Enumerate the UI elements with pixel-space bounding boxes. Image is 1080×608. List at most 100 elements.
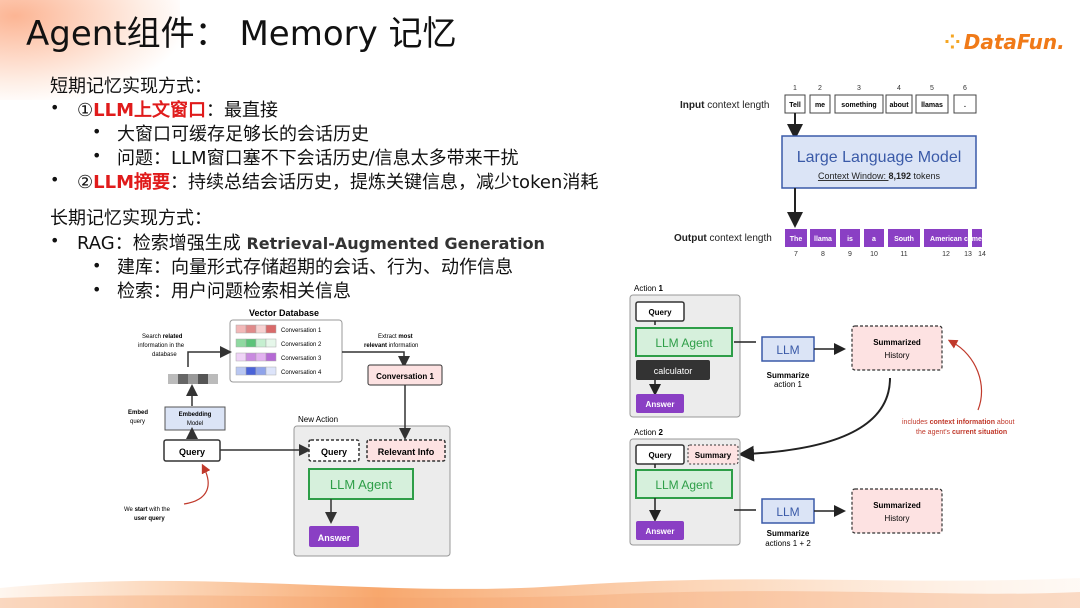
query-label-2: Query [321, 447, 347, 457]
rag-prefix: RAG：检索增强生成 [77, 233, 247, 254]
summary-diagram: Action 1 Query LLM Agent calculator Answ… [629, 284, 1015, 548]
output-token-box [888, 229, 920, 247]
query-label: Query [179, 447, 205, 457]
item-1-highlight: LLM上文窗口 [93, 100, 206, 121]
bullet-dot: • [92, 146, 102, 165]
search-related-text-2: information in the [138, 343, 185, 349]
summarize-action-1-label: Summarize [767, 371, 810, 380]
action-2-answer-label: Answer [646, 527, 675, 536]
input-context-label: Input context length [680, 100, 769, 111]
long-term-heading: 长期记忆实现方式： [50, 208, 212, 229]
action-2-summary-box [687, 444, 739, 465]
extract-relevant-text-2: relevant information [364, 343, 418, 349]
input-token-number: 1 [793, 85, 797, 92]
long-term-sub-1: 建库：向量形式存储超期的会话、行为、动作信息 [117, 257, 513, 278]
conversation-row-3: Conversation 3 [235, 352, 322, 362]
summarized-history-box [851, 325, 943, 371]
summary-llm-2-label: LLM [776, 505, 799, 519]
svg-text:Conversation 3: Conversation 3 [281, 356, 322, 362]
summarized-history-label: Summarized [873, 338, 921, 347]
short-term-sub-2: 问题：LLM窗口塞不下会话历史/信息太多带来干扰 [117, 148, 519, 169]
llm-model-title: Large Language Model [797, 149, 962, 166]
summarized-history-2-sub: History [885, 514, 910, 523]
bullet-dot: • [50, 170, 60, 189]
conversation-row-4: Conversation 4 [235, 366, 322, 376]
action-1-llm-agent-label: LLM Agent [655, 336, 713, 350]
summarized-history-2-label: Summarized [873, 501, 921, 510]
short-term-item-1: ①LLM上文窗口：最直接 [77, 96, 278, 122]
output-token-number: 10 [870, 251, 878, 258]
input-token-box [809, 94, 831, 114]
context-info-note: includes context information about [902, 419, 1015, 426]
input-token-box [885, 94, 913, 114]
action-2-answer-box [636, 521, 684, 540]
embedding-model-label-2: Model [187, 421, 203, 427]
svg-text:Conversation 2: Conversation 2 [281, 342, 322, 348]
bullet-dot: • [50, 98, 60, 117]
output-token-number: 11 [900, 251, 907, 258]
extract-relevant-text: Extract most [378, 334, 413, 340]
page-title: Agent组件： Memory 记忆 [26, 14, 457, 54]
new-action-label: New Action [298, 415, 338, 424]
output-token: The [790, 236, 803, 243]
action-2-label: Action 2 [634, 428, 663, 437]
datafun-logo: ⁘DataFun. [944, 30, 1065, 54]
summarized-history-sub: History [885, 351, 910, 360]
summarize-action-1-sub: action 1 [774, 380, 803, 389]
output-token-number: 7 [794, 251, 798, 258]
action-1-answer-box [636, 394, 684, 413]
action-2-query-box [635, 444, 685, 465]
relevant-info-label: Relevant Info [378, 447, 435, 457]
output-token-number: 12 [942, 251, 950, 258]
answer-label: Answer [318, 533, 351, 543]
input-token-number: 3 [857, 85, 861, 92]
rag-english: Retrieval-Augmented Generation [246, 234, 545, 253]
output-token-box [810, 229, 836, 247]
llm-model-box [781, 135, 977, 189]
output-token: llama [814, 236, 832, 243]
input-token: llamas [921, 102, 943, 109]
action-2-query-label: Query [648, 451, 672, 460]
bullet-dot: • [92, 256, 102, 275]
input-token-number: 5 [930, 85, 934, 92]
output-context-label: Output context length [674, 233, 772, 244]
answer-box [309, 526, 359, 547]
output-token: American [930, 236, 962, 243]
search-related-text-3: database [152, 352, 177, 358]
input-token-box [915, 94, 949, 114]
output-token-number: 13 [964, 251, 972, 258]
summarize-actions-sub: actions 1 + 2 [765, 539, 811, 548]
context-window-size: Context Window: 8,192 tokens [818, 171, 941, 181]
summary-llm-box [761, 336, 815, 362]
start-query-text-2: user query [134, 516, 165, 522]
output-token-number: 9 [848, 251, 852, 258]
rag-diagram: Vector Database Conversation 1 Conversat… [112, 304, 470, 572]
llm-agent-box [308, 468, 414, 500]
output-token-box [972, 229, 982, 247]
summarize-actions-label: Summarize [767, 529, 810, 538]
item-1-rest: ：最直接 [206, 100, 278, 121]
embedding-model-label: Embedding [179, 412, 212, 418]
output-token: South [894, 236, 914, 243]
item-2-highlight: LLM摘要 [93, 172, 170, 193]
action-2-llm-agent-label: LLM Agent [655, 478, 713, 492]
input-token: . [964, 102, 966, 109]
search-related-text: Search related [142, 334, 183, 340]
input-token-box [953, 94, 977, 114]
action-1-label: Action 1 [634, 284, 663, 293]
short-term-item-2: ②LLM摘要：持续总结会话历史，提炼关键信息，减少token消耗 [77, 168, 598, 194]
input-token: me [815, 102, 825, 109]
bullet-dot: • [50, 231, 60, 250]
short-term-heading: 短期记忆实现方式： [50, 76, 212, 97]
conversation-1-label: Conversation 1 [376, 372, 434, 381]
output-token-box [924, 229, 968, 247]
output-token-box [785, 229, 807, 247]
long-term-rag: RAG：检索增强生成 Retrieval-Augmented Generatio… [77, 229, 545, 255]
item-2-circle-number: ② [77, 172, 94, 193]
embed-query-label-2: query [130, 419, 145, 425]
summary-llm-label: LLM [776, 343, 799, 357]
calculator-label: calculator [654, 366, 693, 376]
summarized-history-2-box [851, 488, 943, 534]
item-2-rest: ：持续总结会话历史，提炼关键信息，减少token消耗 [170, 172, 599, 193]
output-token: camelid [964, 236, 990, 243]
